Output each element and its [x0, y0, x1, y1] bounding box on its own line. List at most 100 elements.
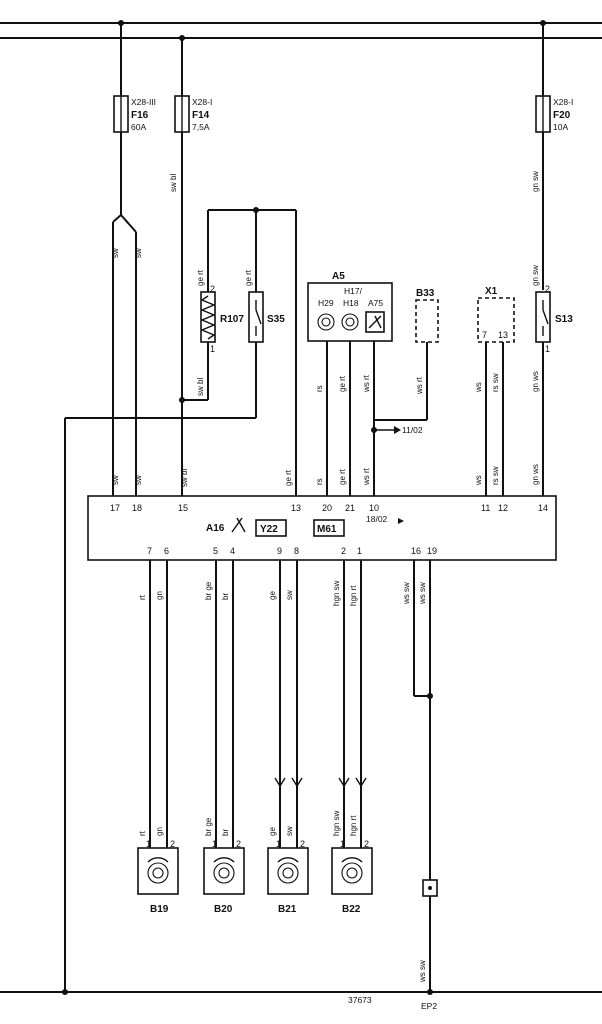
- wire-label: ge rt: [284, 469, 293, 486]
- svg-text:11: 11: [481, 503, 490, 513]
- wire-label: rt: [138, 594, 147, 600]
- wire-label: hgn rt: [349, 815, 358, 836]
- svg-text:7: 7: [482, 330, 487, 340]
- fuse-conn-label: X28-I: [553, 97, 573, 107]
- sensor-b19: 1 2 B19: [137, 839, 179, 915]
- sensor-b22: 1 2 B22: [331, 839, 373, 915]
- switch-s35: S35: [248, 291, 285, 343]
- wire-label: hgn sw: [332, 810, 341, 836]
- svg-text:2: 2: [236, 839, 241, 849]
- svg-text:4: 4: [230, 546, 235, 556]
- fuse-id-label: F14: [192, 110, 210, 121]
- wire-label: ws sw: [418, 582, 427, 605]
- wire-label: ws rt: [362, 374, 371, 393]
- component-label: S35: [267, 314, 285, 325]
- junction: [179, 397, 185, 403]
- wire-label: ws rt: [362, 467, 371, 486]
- wire-label: sw: [285, 826, 294, 836]
- wire-label: ge: [268, 591, 277, 600]
- wire-label: rs: [315, 385, 324, 392]
- cross-reference: 11/02: [402, 425, 423, 435]
- svg-text:2: 2: [170, 839, 175, 849]
- arrow-right-icon: [398, 518, 404, 524]
- fuse-f14: X28-I F14 7,5A: [174, 38, 212, 496]
- component-label: B20: [214, 904, 233, 915]
- wire-label: sw: [134, 248, 143, 258]
- sensor-wires: [149, 560, 367, 848]
- wire-label: gn: [155, 591, 164, 600]
- svg-text:H29: H29: [318, 298, 334, 308]
- component-label: B22: [342, 904, 361, 915]
- component-label: S13: [555, 314, 573, 325]
- fuse-rating-label: 10A: [553, 122, 568, 132]
- control-unit-a16: 17 18 15 13 20 21 10 11 12 14 A16 Y22 M6…: [87, 495, 557, 561]
- cross-reference: 18/02: [366, 514, 388, 524]
- wire-label: rs sw: [491, 466, 500, 485]
- wire-label: gn sw: [531, 265, 540, 286]
- wire-label: br: [221, 593, 230, 600]
- wire-label: ge rt: [196, 269, 205, 286]
- wire-label: gn: [155, 827, 164, 836]
- wire-label: sw bl: [169, 174, 178, 192]
- svg-text:1: 1: [340, 839, 345, 849]
- wire-label: br ge: [204, 581, 213, 600]
- svg-text:H17/: H17/: [344, 286, 363, 296]
- wire-label: rt: [138, 830, 147, 836]
- wire-label: sw: [111, 248, 120, 258]
- svg-text:2: 2: [364, 839, 369, 849]
- fuse-conn-label: X28-I: [192, 97, 212, 107]
- svg-text:18: 18: [132, 503, 142, 513]
- svg-text:2: 2: [341, 546, 346, 556]
- wire-label: sw bl: [196, 378, 205, 396]
- wire-label: hgn sw: [332, 580, 341, 606]
- wire-label: sw bl: [180, 469, 189, 487]
- svg-text:6: 6: [164, 546, 169, 556]
- wire-label: ge rt: [338, 375, 347, 392]
- wire-label: br: [221, 829, 230, 836]
- wire-label: sw: [111, 475, 120, 485]
- wire-label: gn ws: [531, 464, 540, 485]
- component-label: Y22: [260, 524, 278, 535]
- component-label: B19: [150, 904, 169, 915]
- fuse-id-label: F16: [131, 110, 149, 121]
- svg-text:21: 21: [345, 503, 355, 513]
- svg-text:13: 13: [498, 330, 508, 340]
- svg-text:12: 12: [498, 503, 508, 513]
- svg-text:1: 1: [210, 344, 215, 354]
- junction: [427, 693, 433, 699]
- svg-text:19: 19: [427, 546, 437, 556]
- fuse-rating-label: 60A: [131, 122, 146, 132]
- component-label: A5: [332, 271, 345, 282]
- fuse-rating-label: 7,5A: [192, 122, 210, 132]
- fuse-f20: X28-I F20 10A: [535, 23, 573, 290]
- wire-label: ws: [474, 475, 483, 486]
- wire-label: ge: [268, 827, 277, 836]
- svg-text:1: 1: [276, 839, 281, 849]
- svg-text:2: 2: [545, 284, 550, 294]
- svg-text:13: 13: [291, 503, 301, 513]
- component-label: R107: [220, 314, 244, 325]
- wire-label: gn ws: [531, 371, 540, 392]
- wire-label: sw: [285, 590, 294, 600]
- wire-label: br ge: [204, 817, 213, 836]
- wire-label: ws sw: [418, 960, 427, 983]
- wire-label: sw: [134, 475, 143, 485]
- svg-text:A75: A75: [368, 298, 383, 308]
- svg-text:H18: H18: [343, 298, 359, 308]
- svg-text:10: 10: [369, 503, 379, 513]
- svg-text:15: 15: [178, 503, 188, 513]
- drawing-number: 37673: [348, 995, 372, 1005]
- wire-label: hgn rt: [349, 585, 358, 606]
- fuse-id-label: F20: [553, 110, 571, 121]
- wire-label: rs sw: [491, 373, 500, 392]
- wire-label: ws rt: [415, 376, 424, 395]
- component-label: B33: [416, 288, 435, 299]
- sensor-b21: 1 2 B21: [267, 839, 309, 915]
- component-b33: B33: [415, 288, 439, 343]
- svg-text:7: 7: [147, 546, 152, 556]
- transistor-icon: [231, 517, 243, 533]
- component-label: A16: [206, 523, 225, 534]
- svg-text:1: 1: [545, 344, 550, 354]
- switch-s13: S13 2 1: [535, 284, 573, 354]
